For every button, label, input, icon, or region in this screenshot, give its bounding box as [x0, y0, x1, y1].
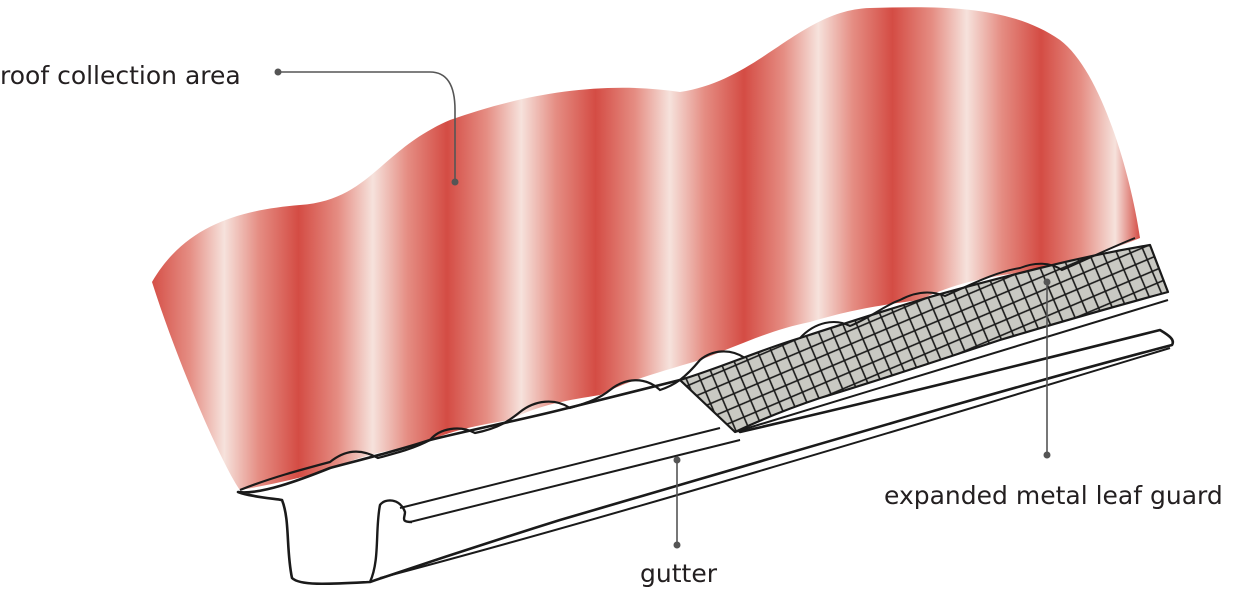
leaf-guard-mesh [678, 243, 1170, 434]
leaf-guard-top-scallops [799, 237, 1136, 339]
gutter-lip [399, 427, 741, 523]
leaf-guard-edge [734, 299, 1169, 433]
gutter-body [236, 328, 1175, 586]
leader-roof [274, 68, 459, 186]
roof-sheet [152, 7, 1140, 490]
gutter-front-edge [368, 499, 413, 583]
leader-leaf-guard [1043, 278, 1051, 459]
gutter-outer-line [379, 347, 1171, 579]
label-gutter: gutter [640, 559, 718, 588]
label-roof-collection-area: roof collection area [0, 61, 241, 90]
leader-gutter [673, 456, 681, 549]
label-leaf-guard: expanded metal leaf guard [884, 481, 1223, 510]
roof-edge-outline [239, 350, 746, 492]
